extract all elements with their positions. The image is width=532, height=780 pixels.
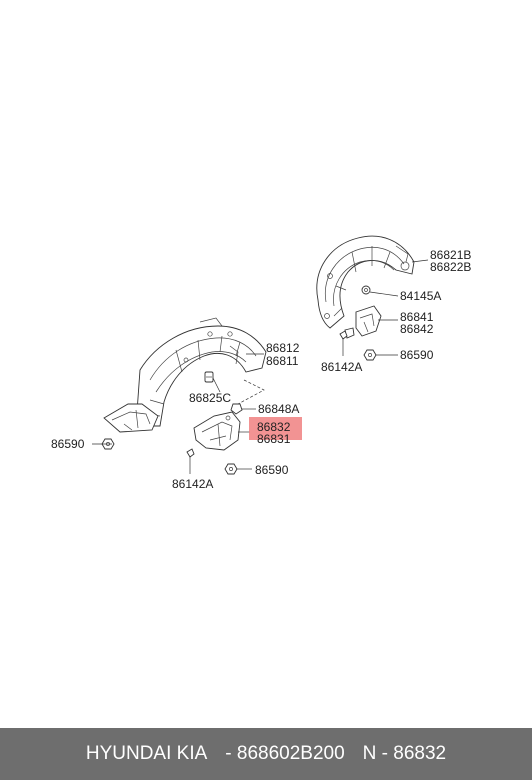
label-86811: 86811 bbox=[266, 354, 299, 368]
label-front-86142a: 86142A bbox=[172, 477, 213, 491]
front-lower-extension bbox=[103, 403, 159, 433]
front-screw bbox=[186, 448, 195, 474]
label-86832: 86832 bbox=[257, 420, 291, 434]
front-clip bbox=[204, 371, 214, 383]
label-86812: 86812 bbox=[266, 341, 300, 355]
label-86841: 86841 bbox=[400, 310, 434, 324]
label-86825c: 86825C bbox=[189, 391, 231, 405]
label-86842: 86842 bbox=[400, 322, 434, 336]
part-info-footer: HYUNDAI KIA - 868602B200 N - 86832 bbox=[0, 728, 532, 780]
label-86822b: 86822B bbox=[430, 260, 471, 274]
label-rear-86590: 86590 bbox=[400, 348, 434, 362]
front-nut-bottom bbox=[224, 463, 238, 475]
footer-oem-number: N - 86832 bbox=[362, 743, 447, 764]
front-wheel-guard bbox=[135, 317, 267, 427]
front-mud-flap bbox=[193, 411, 241, 451]
label-86848a: 86848A bbox=[258, 402, 299, 416]
footer-part-number: - 868602B200 bbox=[225, 743, 345, 764]
label-86831: 86831 bbox=[257, 432, 291, 446]
front-retainer bbox=[230, 403, 243, 415]
part-highlight bbox=[249, 417, 302, 440]
rear-screw bbox=[339, 330, 348, 356]
rear-wheel-guard bbox=[316, 235, 415, 329]
rear-clip bbox=[361, 285, 371, 295]
rear-mud-flap bbox=[344, 305, 382, 339]
footer-brand: HYUNDAI KIA bbox=[85, 743, 208, 764]
label-84145a: 84145A bbox=[400, 289, 441, 303]
label-86821b: 86821B bbox=[430, 248, 471, 262]
label-rear-86142a: 86142A bbox=[321, 360, 362, 374]
label-front-86590-bottom: 86590 bbox=[255, 463, 289, 477]
label-front-86590-left: 86590 bbox=[51, 437, 85, 451]
rear-nut bbox=[363, 349, 377, 361]
parts-diagram: 86821B 86822B 84145A 86841 86842 86590 8… bbox=[51, 235, 471, 491]
